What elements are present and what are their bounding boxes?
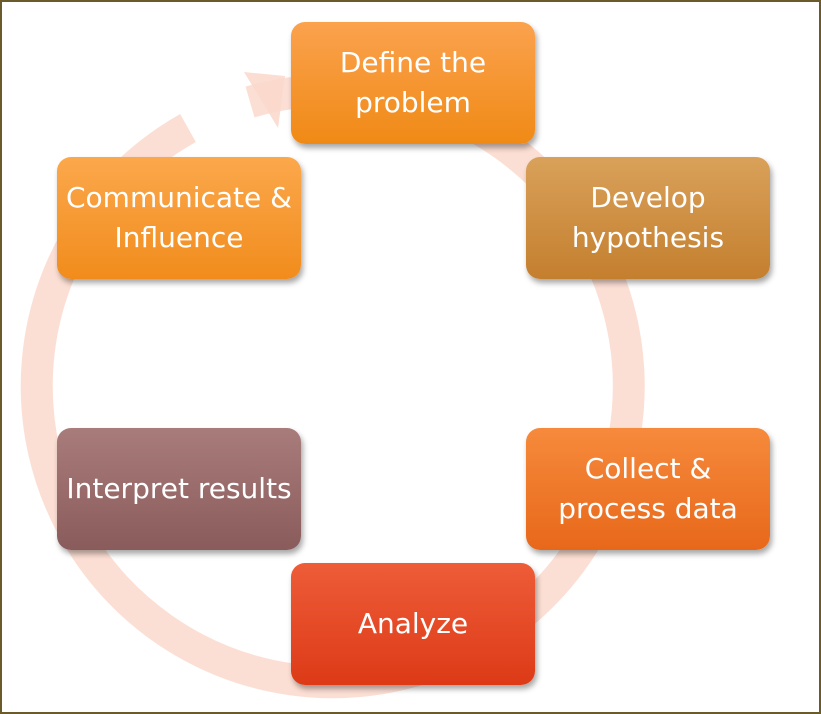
node-label: Communicate & Influence — [66, 181, 292, 254]
node-analyze: Analyze — [291, 563, 535, 685]
node-define-the-problem: Define the problem — [291, 22, 535, 144]
node-develop-hypothesis: Develop hypothesis — [526, 157, 770, 279]
cycle-arrow-head — [244, 72, 285, 128]
node-label: Develop hypothesis — [571, 181, 725, 254]
node-interpret-results: Interpret results — [57, 428, 301, 550]
node-label: Interpret results — [66, 472, 292, 505]
node-label: Collect & process data — [558, 452, 738, 525]
node-label: Define the problem — [339, 46, 487, 119]
node-label: Analyze — [357, 607, 469, 640]
node-collect-process-data: Collect & process data — [526, 428, 770, 550]
node-communicate-influence: Communicate & Influence — [57, 157, 301, 279]
